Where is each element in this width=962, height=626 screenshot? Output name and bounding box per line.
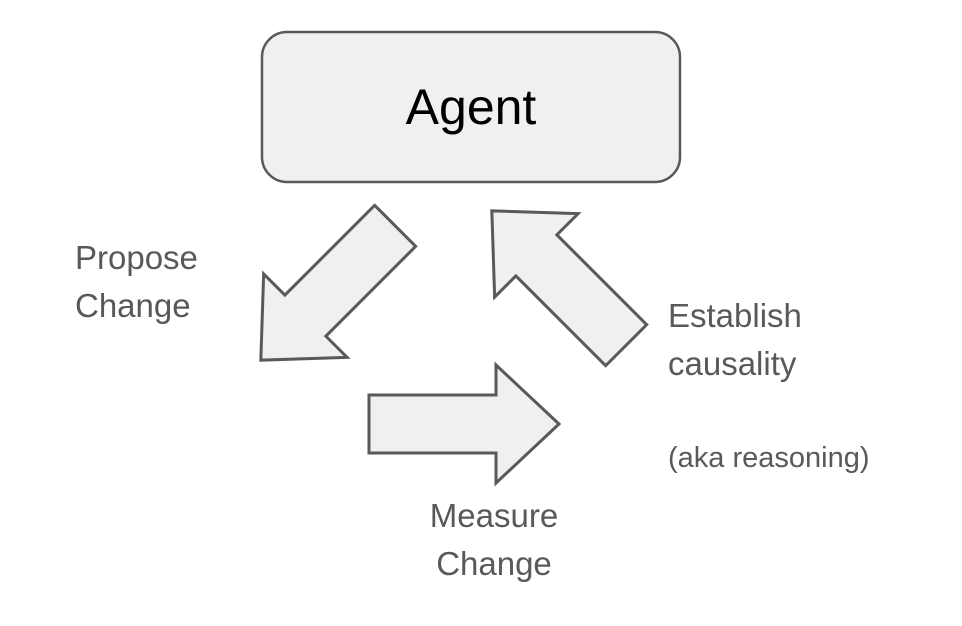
agent-node-shape xyxy=(260,30,682,184)
measure-change-arrow xyxy=(367,361,562,487)
measure-change-label: Measure Change xyxy=(429,497,559,582)
agent-node-label: Agent xyxy=(405,79,537,135)
establish-causality-label-group: Establish causality (aka reasoning) xyxy=(668,244,870,529)
establish-causality-label: Establish causality xyxy=(668,297,802,382)
establish-causality-sublabel: (aka reasoning) xyxy=(668,442,870,474)
propose-change-label: Propose Change xyxy=(75,239,198,324)
establish-causality-arrow xyxy=(490,209,649,368)
propose-change-arrow xyxy=(259,203,418,362)
